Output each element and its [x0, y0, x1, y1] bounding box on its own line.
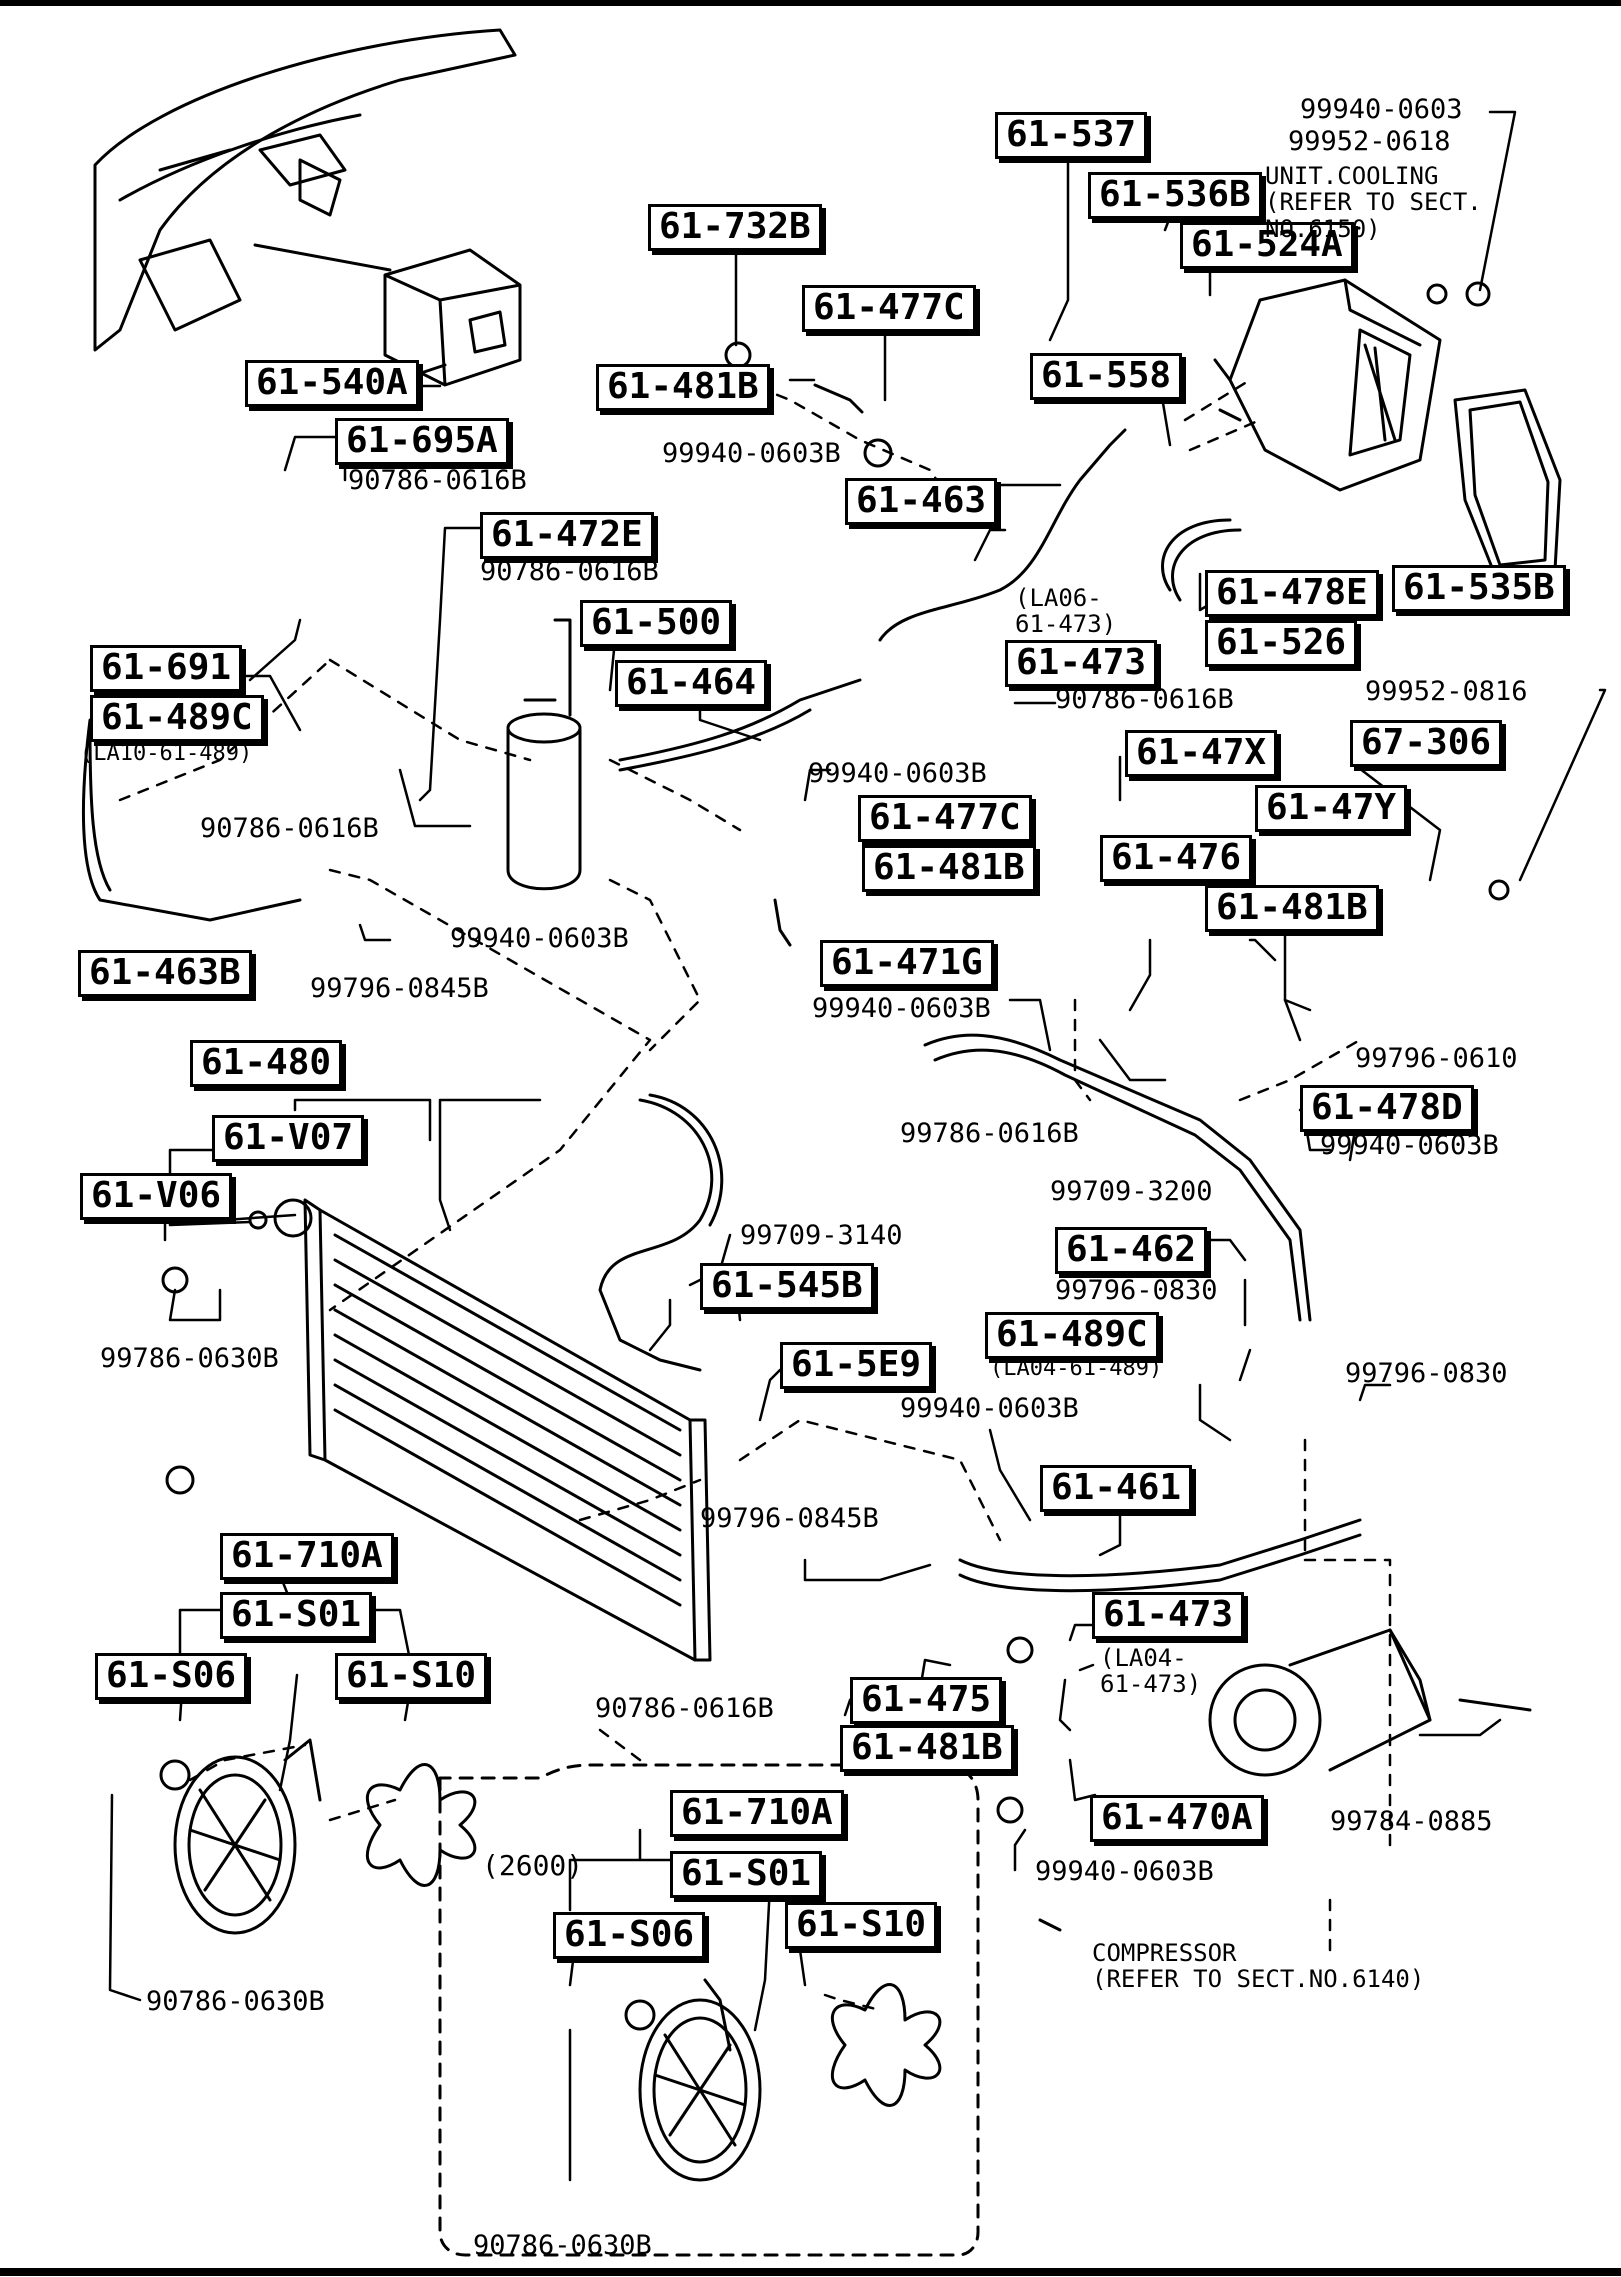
part-number-label: 99796-0830 — [1345, 1358, 1508, 1389]
part-number-box: 61-537 — [995, 112, 1148, 159]
part-number-label: 99952-0618 — [1288, 126, 1451, 157]
part-number-label: 99709-3200 — [1050, 1176, 1213, 1207]
part-number-label: 99940-0603B — [808, 758, 987, 789]
part-number-label: 99786-0616B — [900, 1118, 1079, 1149]
receiver-drier-drawing — [506, 618, 582, 891]
part-number-label: 99796-0845B — [310, 973, 489, 1004]
dashed-region-2600 — [438, 1763, 980, 2257]
part-number-label: 90786-0630B — [146, 1986, 325, 2017]
part-number-box: 61-47X — [1125, 730, 1278, 777]
part-number-label: 90786-0616B — [200, 813, 379, 844]
note-la04-489: (LA04-61-489) — [990, 1356, 1163, 1381]
part-number-label: 99940-0603B — [1035, 1856, 1214, 1887]
part-number-box: 61-478D — [1300, 1085, 1474, 1132]
part-number-box: 61-471G — [820, 940, 994, 987]
part-number-label: 99952-0816 — [1365, 676, 1528, 707]
filter-drawing — [1453, 388, 1562, 577]
part-number-box: 61-S10 — [335, 1653, 488, 1700]
part-number-box: 61-463 — [845, 478, 998, 525]
dashed-guides — [118, 378, 1392, 2012]
part-number-label: 90786-0616B — [595, 1693, 774, 1724]
part-number-box: 61-526 — [1205, 620, 1358, 667]
part-number-box: 61-V07 — [212, 1115, 365, 1162]
part-number-box: 61-477C — [802, 285, 976, 332]
part-number-label: 99709-3140 — [740, 1220, 903, 1251]
part-number-box: 61-462 — [1055, 1227, 1208, 1274]
part-number-label: 99940-0603B — [900, 1393, 1079, 1424]
condenser-drawing — [303, 1198, 712, 1662]
part-number-box: 61-489C — [985, 1312, 1159, 1359]
dashboard-drawing — [93, 28, 517, 352]
note-compressor: COMPRESSOR (REFER TO SECT.NO.6140) — [1092, 1939, 1425, 1994]
part-number-box: 61-489C — [90, 695, 264, 742]
part-number-box: 61-476 — [1100, 835, 1253, 882]
part-number-box: 61-478E — [1205, 570, 1379, 617]
small-parts — [161, 281, 1532, 1932]
part-number-box: 61-S01 — [220, 1592, 373, 1639]
part-number-box: 61-S10 — [785, 1902, 938, 1949]
part-number-box: 61-536B — [1088, 172, 1262, 219]
compressor-drawing — [1208, 1628, 1432, 1777]
part-number-box: 61-475 — [850, 1677, 1003, 1724]
part-number-box: 61-S06 — [553, 1912, 706, 1959]
part-number-box: 61-540A — [245, 360, 419, 407]
part-number-label: 99940-0603B — [812, 993, 991, 1024]
part-number-label: 99940-0603B — [450, 923, 629, 954]
harness-drawing — [598, 1093, 724, 1372]
part-number-label: 90786-0616B — [480, 556, 659, 587]
part-number-box: 61-481B — [1205, 885, 1379, 932]
part-number-box: 61-464 — [615, 660, 768, 707]
part-number-box: 61-558 — [1030, 353, 1183, 400]
part-number-box: 61-V06 — [80, 1173, 233, 1220]
part-number-box: 61-535B — [1392, 565, 1566, 612]
part-number-box: 61-481B — [596, 364, 770, 411]
note-la10: (LA10-61-489) — [80, 741, 253, 766]
part-number-box: 61-481B — [840, 1725, 1014, 1772]
part-number-label: 99940-0603B — [1320, 1130, 1499, 1161]
part-number-label: 99784-0885 — [1330, 1806, 1493, 1837]
part-number-label: 90786-0616B — [1055, 684, 1234, 715]
note-variant: (2600) — [482, 1849, 584, 1882]
part-number-box: 67-306 — [1350, 720, 1503, 767]
part-number-label: 99786-0630B — [100, 1343, 279, 1374]
part-number-box: 61-473 — [1005, 640, 1158, 687]
part-number-box: 61-5E9 — [780, 1342, 933, 1389]
part-number-box: 61-710A — [670, 1790, 844, 1837]
part-number-box: 61-480 — [190, 1040, 343, 1087]
part-number-label: 99796-0610 — [1355, 1043, 1518, 1074]
part-number-label: 99940-0603 — [1300, 94, 1463, 125]
part-number-box: 61-472E — [480, 512, 654, 559]
part-number-box: 61-477C — [858, 795, 1032, 842]
part-number-box: 61-461 — [1040, 1465, 1193, 1512]
fan-assembly-2-drawing — [624, 1978, 942, 2182]
part-number-box: 61-S01 — [670, 1851, 823, 1898]
part-number-box: 61-S06 — [95, 1653, 248, 1700]
part-number-box: 61-710A — [220, 1533, 394, 1580]
part-number-box: 61-732B — [648, 204, 822, 251]
part-number-box: 61-691 — [90, 645, 243, 692]
part-number-box: 61-463B — [78, 950, 252, 997]
part-number-label: 99940-0603B — [662, 438, 841, 469]
part-number-box: 61-524A — [1180, 222, 1354, 269]
part-number-label: 99796-0830 — [1055, 1275, 1218, 1306]
part-number-label: 90786-0630B — [473, 2230, 652, 2261]
note-la04-473: (LA04- 61-473) — [1100, 1644, 1202, 1699]
note-la06: (LA06- 61-473) — [1015, 584, 1117, 639]
note-cooling-unit: UNIT.COOLING (REFER TO SECT. NO.6150) — [1265, 162, 1482, 243]
refrigerant-lines — [81, 428, 1362, 1593]
part-number-label: 99796-0845B — [700, 1503, 879, 1534]
ac-switch-drawing — [383, 248, 522, 387]
part-number-box: 61-500 — [580, 600, 733, 647]
part-number-box: 61-695A — [335, 418, 509, 465]
part-number-label: 90786-0616B — [348, 465, 527, 496]
part-number-box: 61-470A — [1090, 1795, 1264, 1842]
part-number-box: 61-545B — [700, 1263, 874, 1310]
cooling-unit-drawing — [1213, 278, 1442, 492]
part-number-box: 61-47Y — [1255, 785, 1408, 832]
part-number-box: 61-481B — [862, 845, 1036, 892]
part-number-box: 61-473 — [1092, 1592, 1245, 1639]
